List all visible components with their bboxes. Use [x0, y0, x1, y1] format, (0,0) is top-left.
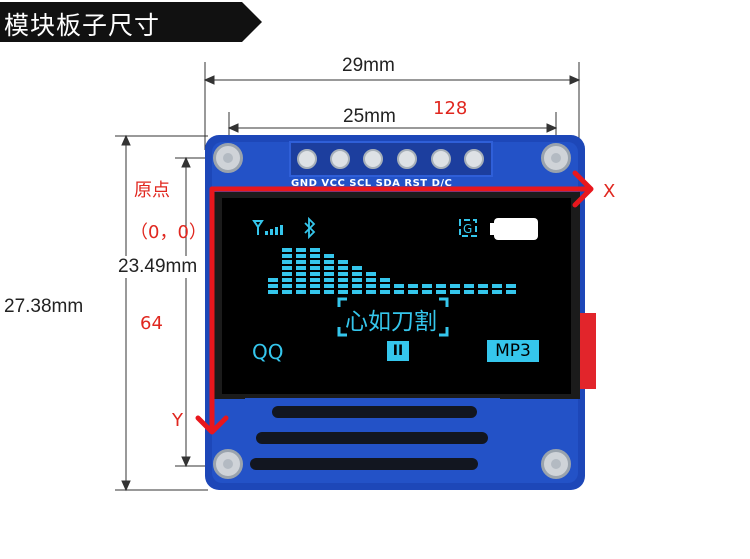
y-resolution-label: 64: [140, 313, 163, 334]
origin-coords: （0，0）: [130, 222, 207, 243]
dimension-outer-height: 27.38mm: [4, 296, 84, 318]
equalizer-bar: [478, 284, 488, 294]
title-brackets: [337, 297, 449, 337]
mounting-hole-top-left: [213, 143, 243, 173]
pin: [464, 149, 484, 169]
dimension-inner-height: 23.49mm: [118, 256, 198, 278]
dimension-inner-width: 25mm: [343, 106, 396, 127]
equalizer-bar: [310, 248, 320, 294]
pin-labels: GND VCC SCL SDA RST D/C: [291, 178, 453, 189]
obscured-marking: [256, 432, 488, 444]
equalizer-bar: [268, 278, 278, 294]
equalizer-bar: [324, 254, 334, 294]
ribbon-tab: [580, 313, 596, 389]
svg-text:G: G: [463, 222, 472, 236]
banner-title: 模块板子尺寸: [4, 11, 161, 40]
mounting-hole-bottom-right: [541, 449, 571, 479]
mp3-badge: MP3: [487, 340, 539, 362]
equalizer-bar: [380, 278, 390, 294]
gps-icon: G: [459, 219, 477, 237]
equalizer: [268, 248, 516, 294]
equalizer-bar: [506, 284, 516, 294]
equalizer-bar: [338, 260, 348, 294]
equalizer-bar: [296, 248, 306, 294]
bluetooth-icon: [304, 217, 316, 239]
mounting-hole-bottom-left: [213, 449, 243, 479]
equalizer-bar: [408, 284, 418, 294]
pin: [397, 149, 417, 169]
pin: [330, 149, 350, 169]
pin-header: [289, 141, 493, 177]
pause-icon: II: [387, 341, 409, 361]
dimension-outer-width: 29mm: [342, 55, 395, 76]
pin: [363, 149, 383, 169]
qq-label: QQ: [252, 340, 284, 364]
pin: [297, 149, 317, 169]
title-banner: [0, 2, 262, 42]
equalizer-bar: [436, 284, 446, 294]
equalizer-bar: [352, 266, 362, 294]
mounting-hole-top-right: [541, 143, 571, 173]
equalizer-bar: [282, 248, 292, 294]
equalizer-bar: [492, 284, 502, 294]
track-title: 心如刀割: [345, 309, 437, 335]
equalizer-bar: [422, 284, 432, 294]
equalizer-bar: [366, 272, 376, 294]
equalizer-bar: [450, 284, 460, 294]
signal-icon: [252, 220, 283, 235]
y-axis-label: Y: [172, 410, 183, 431]
pin: [431, 149, 451, 169]
origin-label: 原点: [134, 180, 170, 201]
obscured-marking: [250, 458, 478, 470]
x-axis-label: X: [603, 181, 616, 202]
x-resolution-label: 128: [433, 98, 468, 119]
equalizer-bar: [464, 284, 474, 294]
battery-icon: [490, 218, 538, 240]
equalizer-bar: [394, 284, 404, 294]
obscured-marking: [272, 406, 477, 418]
